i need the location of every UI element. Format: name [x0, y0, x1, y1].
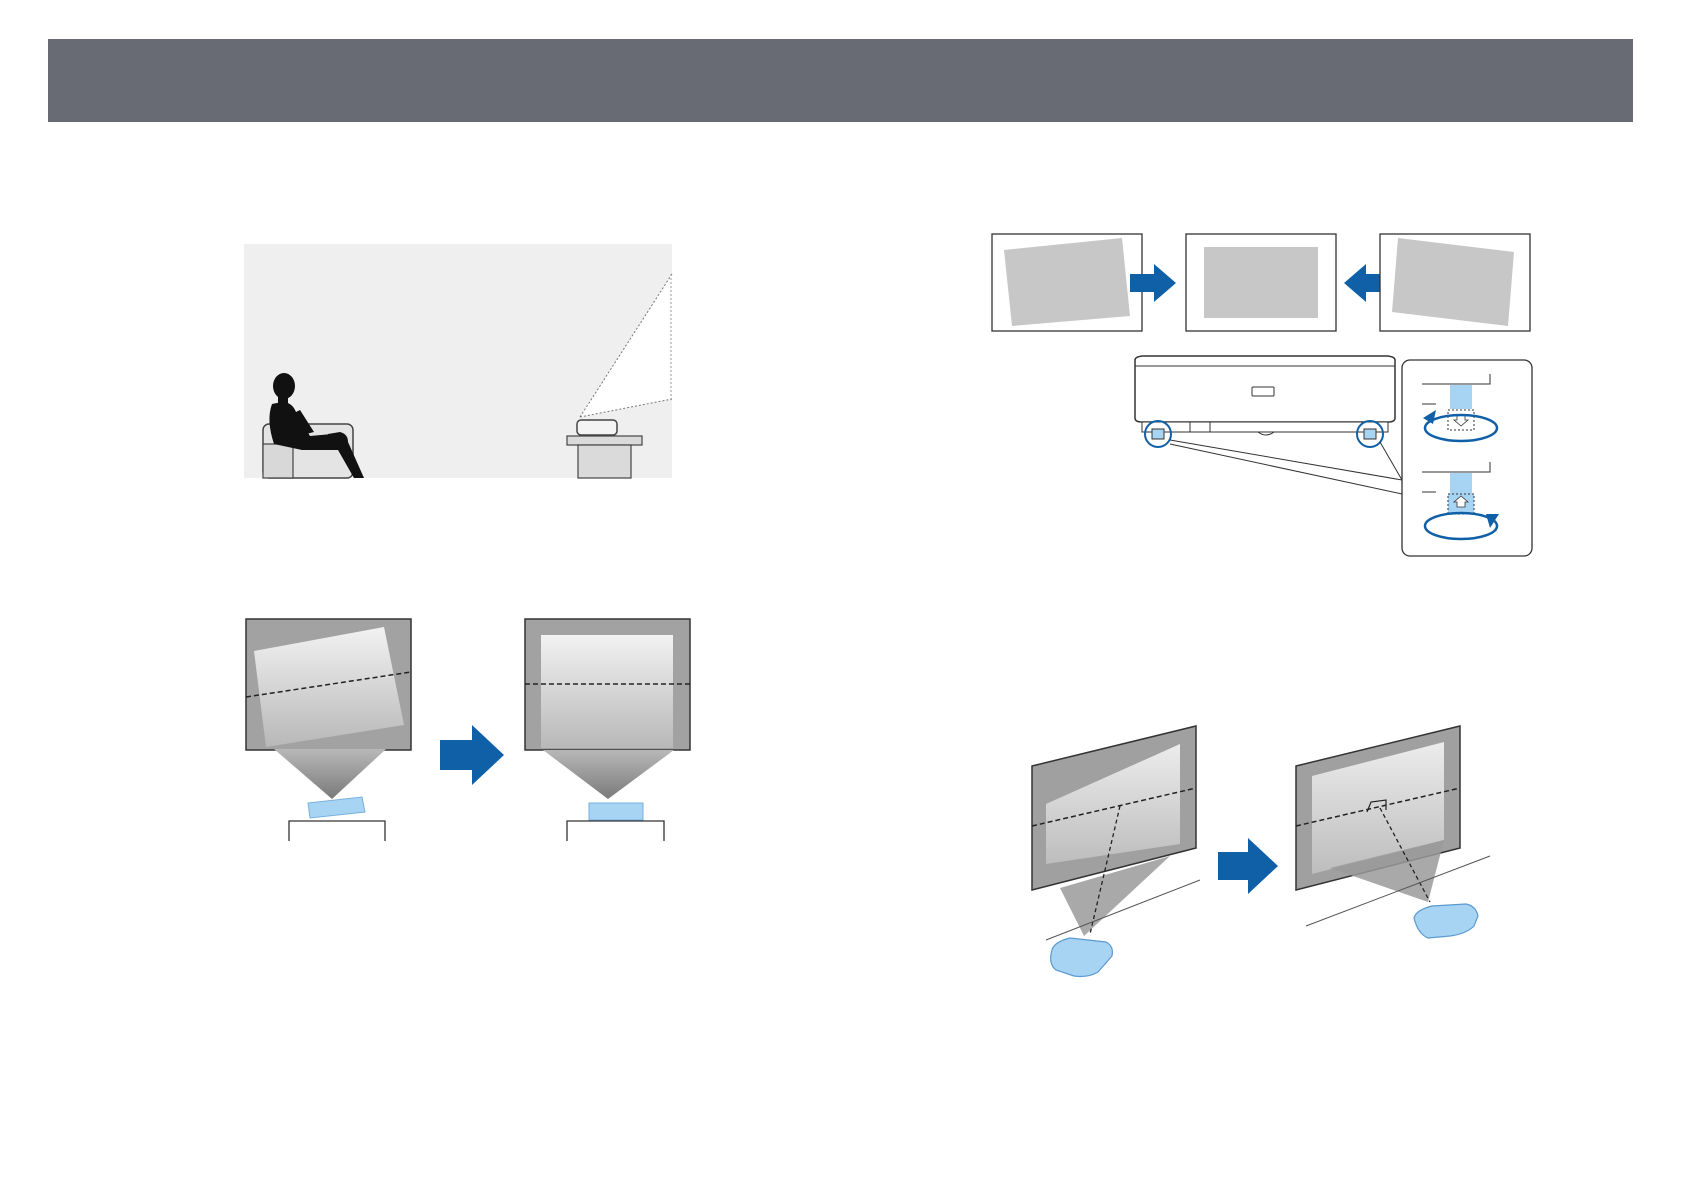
- figure-tilted-to-level: [244, 617, 704, 843]
- figure-perpendicular: [1030, 720, 1500, 980]
- level-image: [541, 635, 673, 748]
- figure-keystone-feet: [990, 232, 1540, 562]
- projector-angled-icon: [1051, 938, 1113, 977]
- figure-projection-room: [244, 244, 674, 480]
- projector-straight-icon: [1414, 904, 1478, 938]
- projector-tilted-icon: [308, 797, 365, 818]
- right-arrow-icon: [440, 725, 504, 785]
- projector-level-icon: [589, 803, 643, 820]
- stand-body: [578, 445, 631, 478]
- projector-icon: [577, 420, 617, 435]
- page-header-bar: [48, 39, 1633, 122]
- arrow-right-icon: [1218, 838, 1278, 894]
- stand-top: [567, 436, 642, 445]
